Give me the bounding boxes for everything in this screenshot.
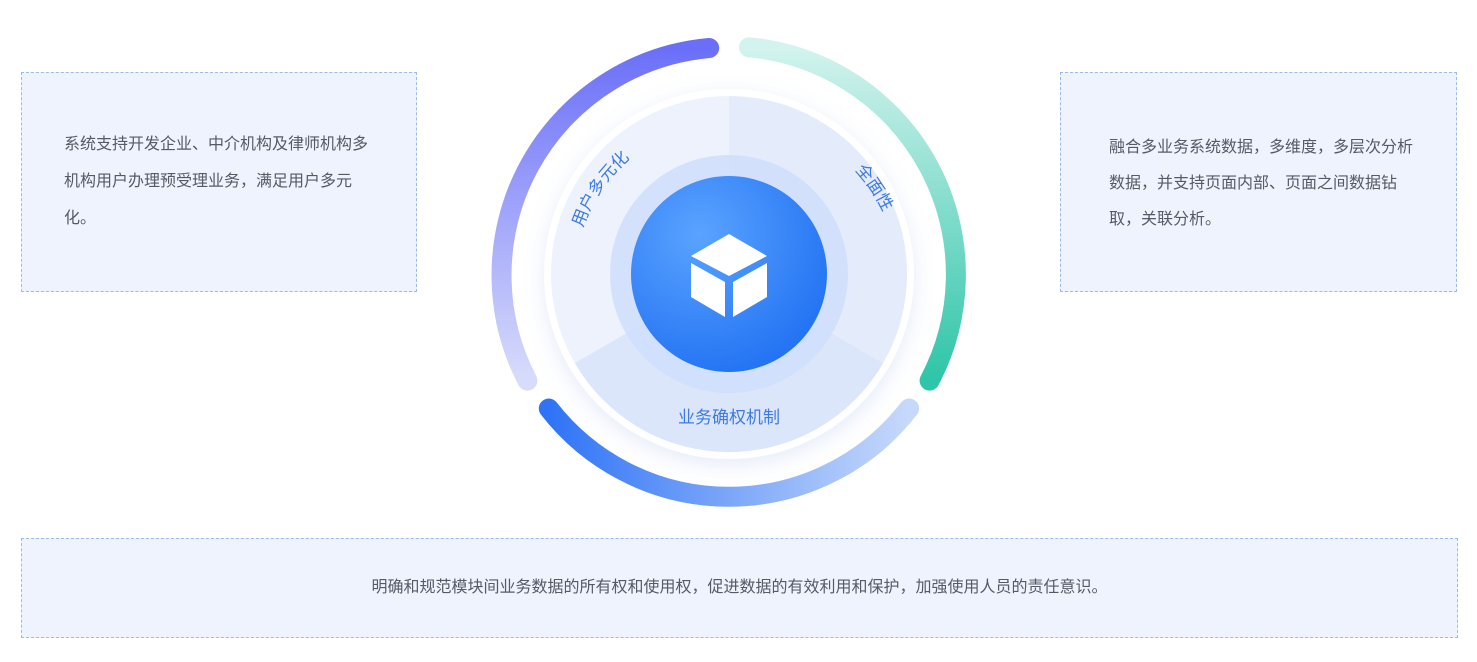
- cube-icon: [691, 234, 767, 317]
- right-description-text: 融合多业务系统数据，多维度，多层次分析数据，并支持页面内部、页面之间数据钻取，关…: [1109, 137, 1414, 228]
- right-description-card: 融合多业务系统数据，多维度，多层次分析数据，并支持页面内部、页面之间数据钻取，关…: [1060, 72, 1457, 292]
- outer-arc-right: [739, 37, 966, 391]
- outer-arc-bottom: [538, 398, 920, 507]
- bottom-description-card: 明确和规范模块间业务数据的所有权和使用权，促进数据的有效利用和保护，加强使用人员…: [21, 538, 1458, 638]
- left-description-text: 系统支持开发企业、中介机构及律师机构多机构用户办理预受理业务，满足用户多元化。: [64, 134, 369, 227]
- outer-arc-left: [491, 38, 720, 391]
- bottom-description-text: 明确和规范模块间业务数据的所有权和使用权，促进数据的有效利用和保护，加强使用人员…: [371, 577, 1108, 596]
- left-description-card: 系统支持开发企业、中介机构及律师机构多机构用户办理预受理业务，满足用户多元化。: [21, 72, 417, 292]
- segment-label-business-confirmation: 业务确权机制: [678, 408, 780, 428]
- central-ring-diagram: 用户多元化 全面性 业务确权机制: [491, 37, 966, 507]
